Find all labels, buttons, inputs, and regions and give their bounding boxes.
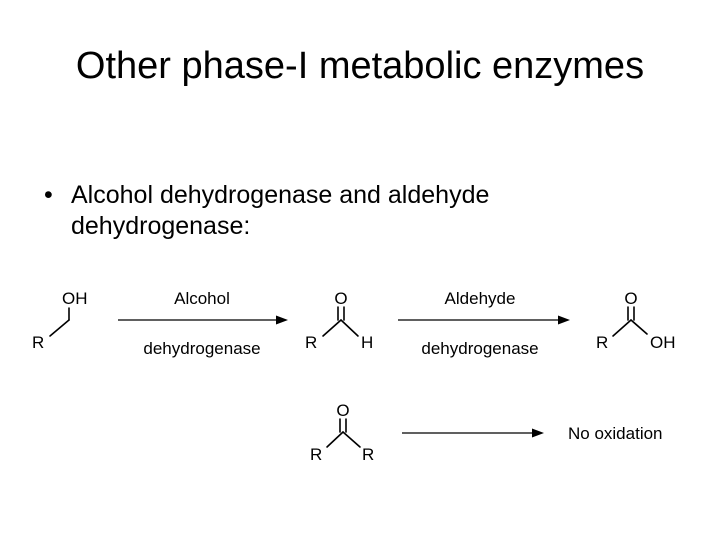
alcohol-dehydrogenase-arrow: Alcohol dehydrogenase	[118, 289, 288, 358]
ketone-structure: O R R	[310, 401, 374, 464]
carboxylic-acid-structure: O R OH	[596, 289, 676, 352]
aldehyde-r-label: R	[305, 333, 317, 352]
alcohol-oh-label: OH	[62, 289, 88, 308]
acid-r-label: R	[596, 333, 608, 352]
bullet-icon: •	[44, 181, 53, 209]
enzyme2-label-top: Aldehyde	[445, 289, 516, 308]
c-oh-bond	[630, 319, 648, 335]
arrow-head	[532, 428, 544, 438]
r-c-bond-left	[326, 431, 344, 448]
bullet-item: • Alcohol dehydrogenase and aldehyde deh…	[44, 180, 644, 242]
no-oxidation-label: No oxidation	[568, 424, 663, 443]
c-c-bond	[49, 319, 70, 337]
aldehyde-o-label: O	[334, 289, 347, 308]
c-h-bond	[340, 319, 359, 337]
enzyme1-label-top: Alcohol	[174, 289, 230, 308]
ketone-r2-label: R	[362, 445, 374, 464]
ketone-o-label: O	[336, 401, 349, 420]
aldehyde-h-label: H	[361, 333, 373, 352]
r-c-bond-right	[342, 431, 361, 448]
r-c-bond	[322, 319, 342, 337]
enzyme2-label-bottom: dehydrogenase	[421, 339, 538, 358]
acid-o-label: O	[624, 289, 637, 308]
slide-title: Other phase-I metabolic enzymes	[75, 45, 645, 87]
r-c-bond	[612, 319, 632, 337]
bullet-text: Alcohol dehydrogenase and aldehyde dehyd…	[71, 181, 490, 240]
aldehyde-structure: O R H	[305, 289, 373, 352]
no-oxidation-arrow: No oxidation	[402, 424, 663, 443]
ketone-r1-label: R	[310, 445, 322, 464]
enzyme1-label-bottom: dehydrogenase	[143, 339, 260, 358]
aldehyde-dehydrogenase-arrow: Aldehyde dehydrogenase	[398, 289, 570, 358]
alcohol-r-label: R	[32, 333, 44, 352]
primary-alcohol-structure: R OH	[32, 289, 88, 352]
arrow-head	[558, 315, 570, 325]
arrow-head	[276, 315, 288, 325]
acid-oh-label: OH	[650, 333, 676, 352]
